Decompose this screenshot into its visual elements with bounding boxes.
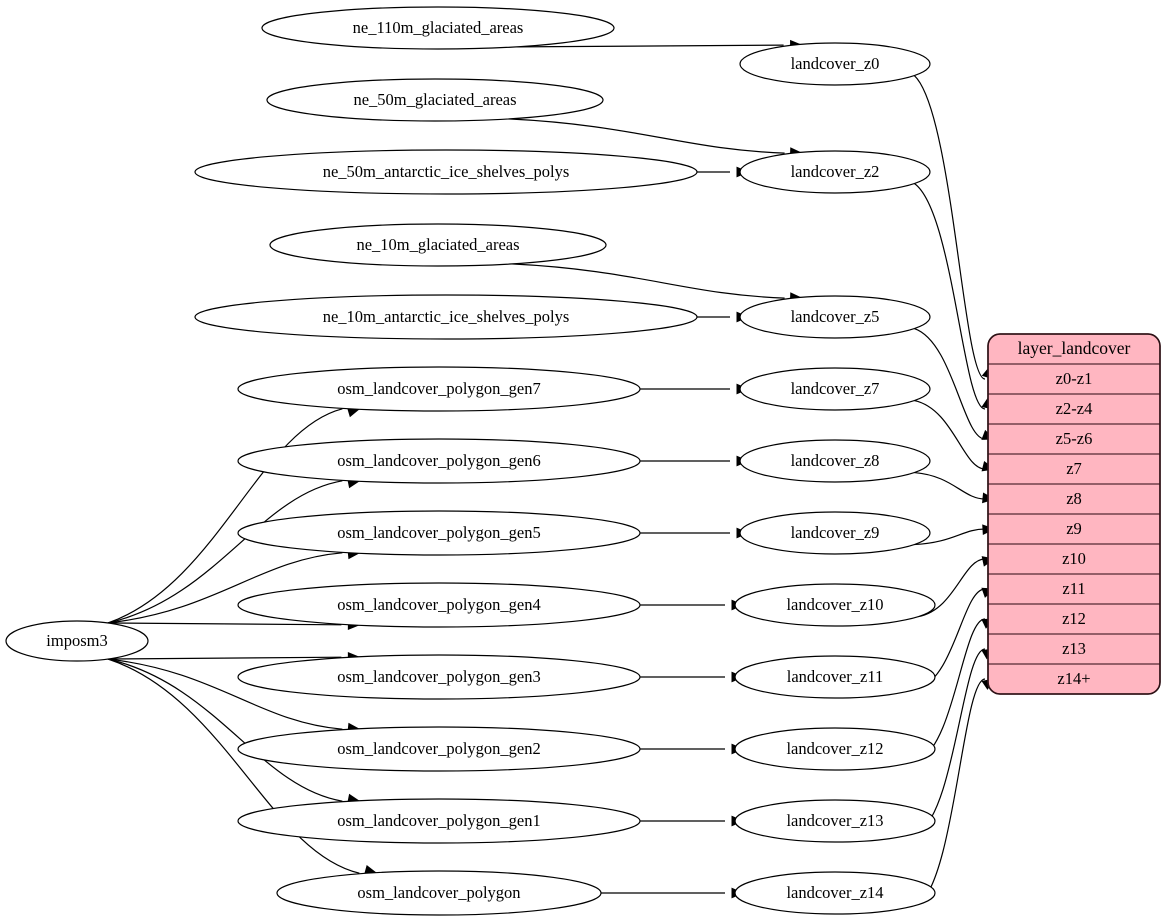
edge-line <box>107 658 343 802</box>
node-shape <box>734 583 936 627</box>
node-shape <box>739 295 931 339</box>
node-osm_landcover_polygon_gen2[interactable]: osm_landcover_polygon_gen2 <box>237 726 641 772</box>
node-landcover_z10[interactable]: landcover_z10 <box>734 583 936 627</box>
node-shape <box>237 438 641 484</box>
edge-line <box>508 118 785 154</box>
node-shape <box>739 439 931 483</box>
node-osm_landcover_polygon_gen3[interactable]: osm_landcover_polygon_gen3 <box>237 654 641 700</box>
edge-osm_landcover_polygon_gen5-to-landcover_z9 <box>640 527 750 539</box>
node-shape <box>194 149 698 195</box>
edge-line <box>107 658 360 874</box>
node-landcover_z0[interactable]: landcover_z0 <box>739 42 931 86</box>
node-osm_landcover_polygon_gen4[interactable]: osm_landcover_polygon_gen4 <box>237 582 641 628</box>
edge-landcover_z8-to-layer_landcover-z8 <box>914 471 996 504</box>
edge-line <box>107 480 343 624</box>
edge-line <box>107 622 342 626</box>
edge-line <box>107 408 343 624</box>
node-shape <box>261 6 615 50</box>
node-landcover_z7[interactable]: landcover_z7 <box>739 367 931 411</box>
node-shape <box>237 582 641 628</box>
node-landcover_z2[interactable]: landcover_z2 <box>739 150 931 194</box>
node-shape <box>237 798 641 844</box>
node-ne_50m_antarctic_ice_shelves_polys[interactable]: ne_50m_antarctic_ice_shelves_polys <box>194 149 698 195</box>
edge-osm_landcover_polygon_gen7-to-landcover_z7 <box>640 383 750 395</box>
layer-landcover-table: layer_landcoverz0-z1z2-z4z5-z6z7z8z9z10z… <box>987 333 1161 695</box>
edge-landcover_z14-to-layer_landcover-z14+ <box>918 678 996 906</box>
edge-osm_landcover_polygon_gen4-to-landcover_z10 <box>640 599 745 611</box>
nodes-layer: imposm3 ne_110m_glaciated_areas ne_50m_gla… <box>5 6 936 916</box>
edge-line <box>514 44 784 48</box>
edge-line <box>107 656 342 660</box>
node-ne_10m_glaciated_areas[interactable]: ne_10m_glaciated_areas <box>269 223 607 267</box>
node-shape <box>734 655 936 699</box>
edge-line <box>918 678 986 906</box>
node-ne_50m_glaciated_areas[interactable]: ne_50m_glaciated_areas <box>266 78 604 122</box>
node-landcover_z5[interactable]: landcover_z5 <box>739 295 931 339</box>
edge-line <box>914 327 986 440</box>
node-shape <box>269 223 607 267</box>
node-shape <box>237 366 641 412</box>
node-osm_landcover_polygon_gen1[interactable]: osm_landcover_polygon_gen1 <box>237 798 641 844</box>
edge-osm_landcover_polygon-to-landcover_z14 <box>601 887 745 899</box>
node-shape <box>237 726 641 772</box>
node-imposm3[interactable]: imposm3 <box>5 620 149 662</box>
node-landcover_z12[interactable]: landcover_z12 <box>734 727 936 771</box>
edge-line <box>511 263 785 299</box>
node-landcover_z11[interactable]: landcover_z11 <box>734 655 936 699</box>
edge-line <box>913 183 986 410</box>
edge-line <box>918 618 986 762</box>
node-osm_landcover_polygon_gen6[interactable]: osm_landcover_polygon_gen6 <box>237 438 641 484</box>
edge-line <box>914 399 986 470</box>
node-shape <box>276 870 602 916</box>
node-shape <box>734 799 936 843</box>
edge-landcover_z0-to-layer_landcover-z0-z1 <box>913 75 995 380</box>
edge-line <box>914 471 986 500</box>
node-osm_landcover_polygon_gen7[interactable]: osm_landcover_polygon_gen7 <box>237 366 641 412</box>
edge-osm_landcover_polygon_gen2-to-landcover_z12 <box>640 743 745 755</box>
node-ne_10m_antarctic_ice_shelves_polys[interactable]: ne_10m_antarctic_ice_shelves_polys <box>194 294 698 340</box>
node-landcover_z9[interactable]: landcover_z9 <box>739 511 931 555</box>
node-shape <box>266 78 604 122</box>
edge-osm_landcover_polygon_gen6-to-landcover_z8 <box>640 455 750 467</box>
node-shape <box>5 620 149 662</box>
node-shape <box>734 727 936 771</box>
node-shape <box>739 367 931 411</box>
edge-line <box>913 75 986 380</box>
node-osm_landcover_polygon[interactable]: osm_landcover_polygon <box>276 870 602 916</box>
edge-osm_landcover_polygon_gen3-to-landcover_z11 <box>640 671 745 683</box>
node-landcover_z13[interactable]: landcover_z13 <box>734 799 936 843</box>
node-shape <box>194 294 698 340</box>
node-landcover_z8[interactable]: landcover_z8 <box>739 439 931 483</box>
node-shape <box>237 510 641 556</box>
edge-line <box>914 528 986 546</box>
table-outline <box>987 333 1161 695</box>
node-landcover_z14[interactable]: landcover_z14 <box>734 871 936 915</box>
edge-osm_landcover_polygon_gen1-to-landcover_z13 <box>640 815 745 827</box>
node-shape <box>734 871 936 915</box>
edge-landcover_z2-to-layer_landcover-z2-z4 <box>913 183 996 410</box>
edge-line <box>107 552 343 624</box>
node-shape <box>739 150 931 194</box>
node-shape <box>739 511 931 555</box>
edges-layer <box>107 39 996 906</box>
edge-line <box>107 658 343 730</box>
node-ne_110m_glaciated_areas[interactable]: ne_110m_glaciated_areas <box>261 6 615 50</box>
node-osm_landcover_polygon_gen5[interactable]: osm_landcover_polygon_gen5 <box>237 510 641 556</box>
node-shape <box>739 42 931 86</box>
node-shape <box>237 654 641 700</box>
